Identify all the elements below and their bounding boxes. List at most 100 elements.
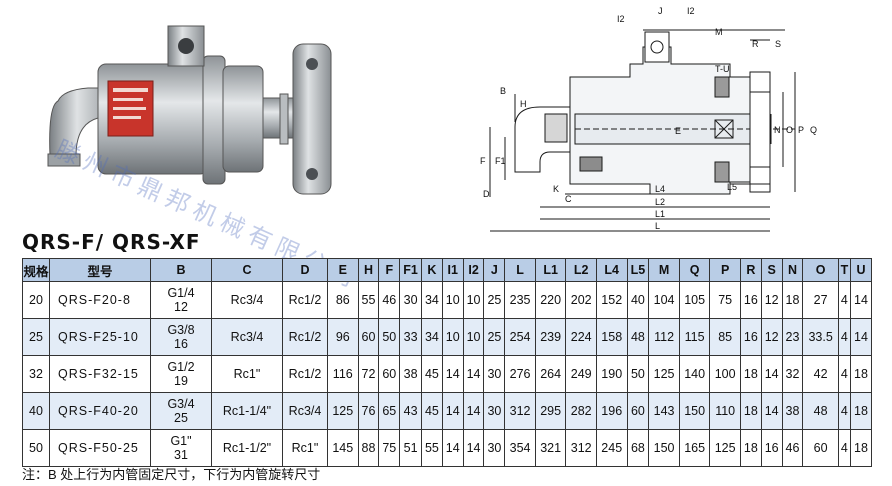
table-cell: 295 [534,392,567,430]
table-cell: 14 [462,392,485,430]
table-cell: 86 [327,281,359,319]
table-cell: 32 [781,355,804,393]
header-cell: L1 [534,258,567,282]
table-cell: 75 [709,281,741,319]
table-cell: 65 [378,392,401,430]
header-cell: Q [678,258,711,282]
b-rotating-size: 12 [174,300,188,314]
table-cell: 27 [802,281,839,319]
table-cell: 321 [534,429,567,467]
table-cell: 40 [626,281,650,319]
table-cell: 18 [849,355,873,393]
table-cell: 14 [849,318,873,356]
table-cell: 20 [22,281,50,319]
table-cell: 60 [357,318,380,356]
dim-label-d: D [483,189,490,199]
table-cell: 4 [837,281,851,319]
table-cell: QRS-F20-8 [49,281,151,319]
dim-label-q: Q [810,125,817,135]
table-cell: Rc1-1/2" [211,429,283,467]
table-cell: Rc1" [211,355,283,393]
table-cell: QRS-F32-15 [49,355,151,393]
table-cell: 14 [441,392,464,430]
header-cell: I2 [462,258,485,282]
b-rotating-size: 25 [174,411,188,425]
table-cell: 45 [421,392,443,430]
dim-label-tu: T-U [715,64,730,74]
header-cell: L [504,258,536,282]
table-cell: 10 [462,281,485,319]
dim-label-f: F [480,156,486,166]
b-fixed-size: G1" [170,434,192,448]
table-cell: 254 [504,318,536,356]
table-cell: Rc3/4 [211,318,283,356]
dim-label-i2-left: I2 [617,14,625,24]
table-cell: 312 [565,429,597,467]
table-cell: 60 [802,429,839,467]
footnote: 注：B 处上行为内管固定尺寸，下行为内管旋转尺寸 [22,467,321,482]
b-fixed-size: G3/4 [167,397,195,411]
table-cell: 10 [441,281,464,319]
header-cell: K [421,258,443,282]
table-cell: 125 [327,392,359,430]
dim-label-c: C [565,194,572,204]
table-cell: 45 [421,355,443,393]
table-cell: 50 [626,355,650,393]
table-cell: 38 [781,392,804,430]
dim-label-o: O [786,125,793,135]
table-cell: 158 [595,318,628,356]
table-cell: 220 [534,281,567,319]
table-cell: 125 [648,355,680,393]
dim-label-l: L [655,221,660,231]
table-cell: 14 [462,355,485,393]
table-cell: 125 [709,429,741,467]
table-cell: 96 [327,318,359,356]
table-cell: 110 [709,392,741,430]
table-cell: Rc1/2 [282,355,328,393]
table-cell: 10 [462,318,485,356]
table-cell: 50 [378,318,401,356]
header-cell: D [282,258,328,282]
table-cell: 14 [441,355,464,393]
header-cell: B [150,258,212,282]
table-cell: 4 [837,392,851,430]
table-cell: 40 [22,392,50,430]
table-cell: 18 [739,392,762,430]
spec-table: 规格 型号 B C D E H F F1 K I1 I2 J L L1 L2 L… [22,258,873,467]
table-cell: 115 [678,318,711,356]
table-cell: 46 [378,281,401,319]
table-cell: 25 [483,318,506,356]
table-cell: 32 [22,355,50,393]
table-cell: 152 [595,281,628,319]
table-cell: 140 [678,355,711,393]
table-header-row: 规格 型号 B C D E H F F1 K I1 I2 J L L1 L2 L… [22,258,873,282]
table-cell: 25 [483,281,506,319]
table-cell: 12 [760,318,783,356]
table-cell: 34 [421,318,443,356]
table-cell: 23 [781,318,804,356]
table-cell: G1"31 [150,429,212,467]
header-cell: P [709,258,741,282]
table-cell: 14 [441,429,464,467]
table-cell: QRS-F40-20 [49,392,151,430]
table-cell: 14 [760,392,783,430]
table-cell: Rc1" [282,429,328,467]
table-cell: 14 [760,355,783,393]
table-cell: 55 [421,429,443,467]
table-cell: 33.5 [802,318,839,356]
table-cell: 190 [595,355,628,393]
b-fixed-size: G3/8 [167,323,195,337]
table-cell: 100 [709,355,741,393]
header-cell: L5 [626,258,650,282]
dim-label-f1: F1 [495,156,506,166]
header-cell: I1 [441,258,464,282]
table-cell: 10 [441,318,464,356]
b-fixed-size: G1/4 [167,286,195,300]
header-cell: E [327,258,359,282]
table-cell: Rc1/2 [282,318,328,356]
